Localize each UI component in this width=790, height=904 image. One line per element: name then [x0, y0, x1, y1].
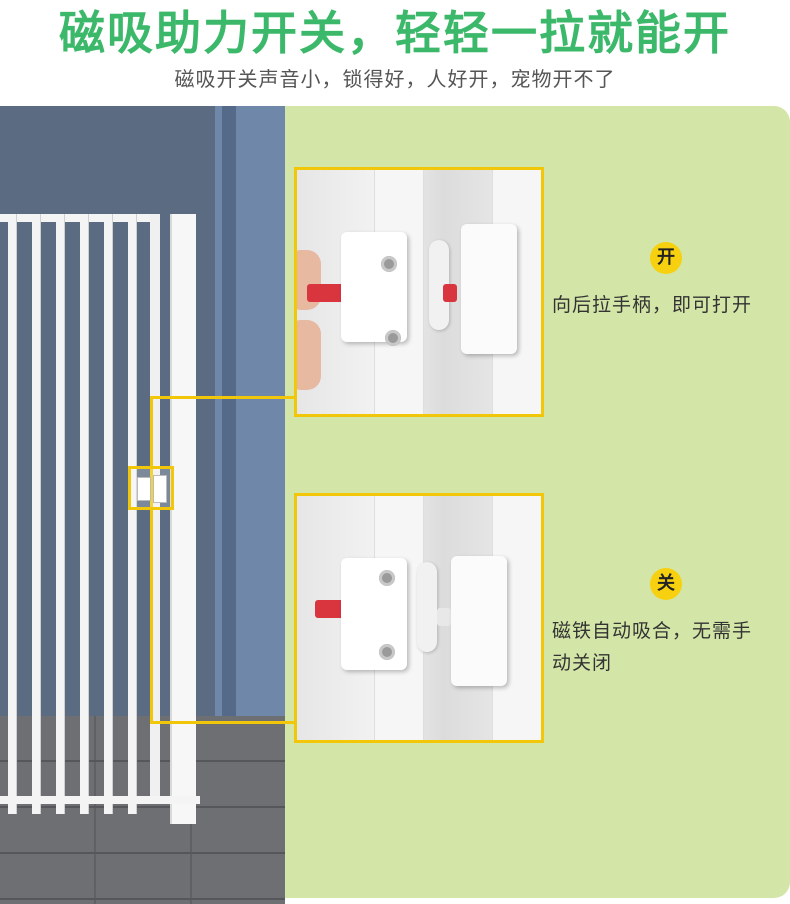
latch-block-left: [341, 232, 407, 342]
latch-closed-closeup: [294, 493, 544, 743]
screw-icon: [379, 644, 395, 660]
latch-block: [153, 475, 167, 503]
latch-pin-tip: [437, 608, 451, 626]
gate-bar: [32, 214, 40, 814]
latch-pin-tip: [443, 284, 457, 302]
gate-bar: [104, 214, 112, 814]
hand-finger: [297, 320, 321, 390]
close-description-line2: 动关闭: [552, 652, 613, 674]
floor-tile-joints: [0, 716, 285, 904]
latch-handle-pin: [315, 600, 347, 618]
gate-bar: [8, 214, 16, 814]
screw-icon: [381, 256, 397, 272]
latch-highlight: [128, 466, 174, 510]
latch-block-left: [341, 558, 407, 670]
gate-bottom-rail: [0, 796, 200, 804]
gate-bar: [56, 214, 64, 814]
magnet-disc: [429, 240, 449, 330]
open-description: 向后拉手柄，即可打开: [552, 294, 753, 316]
screw-icon: [379, 570, 395, 586]
gate-bar: [80, 214, 88, 814]
latch-block-right: [461, 224, 517, 354]
open-badge: 开: [650, 242, 682, 274]
page-title: 磁吸助力开关，轻轻一拉就能开: [59, 6, 731, 60]
close-description-line1: 磁铁自动吸合，无需手: [552, 620, 753, 642]
page-subtitle: 磁吸开关声音小，锁得好，人好开，宠物开不了: [174, 67, 616, 91]
screw-icon: [385, 330, 401, 346]
gate-bar: [128, 214, 136, 814]
latch-block-right: [451, 556, 507, 686]
latch-open-closeup: [294, 167, 544, 417]
zoom-connector-lines: [150, 396, 296, 724]
magnet-disc: [417, 562, 437, 652]
latch-block: [137, 477, 151, 501]
close-badge: 关: [650, 568, 682, 600]
wall-column-edge: [222, 106, 236, 904]
